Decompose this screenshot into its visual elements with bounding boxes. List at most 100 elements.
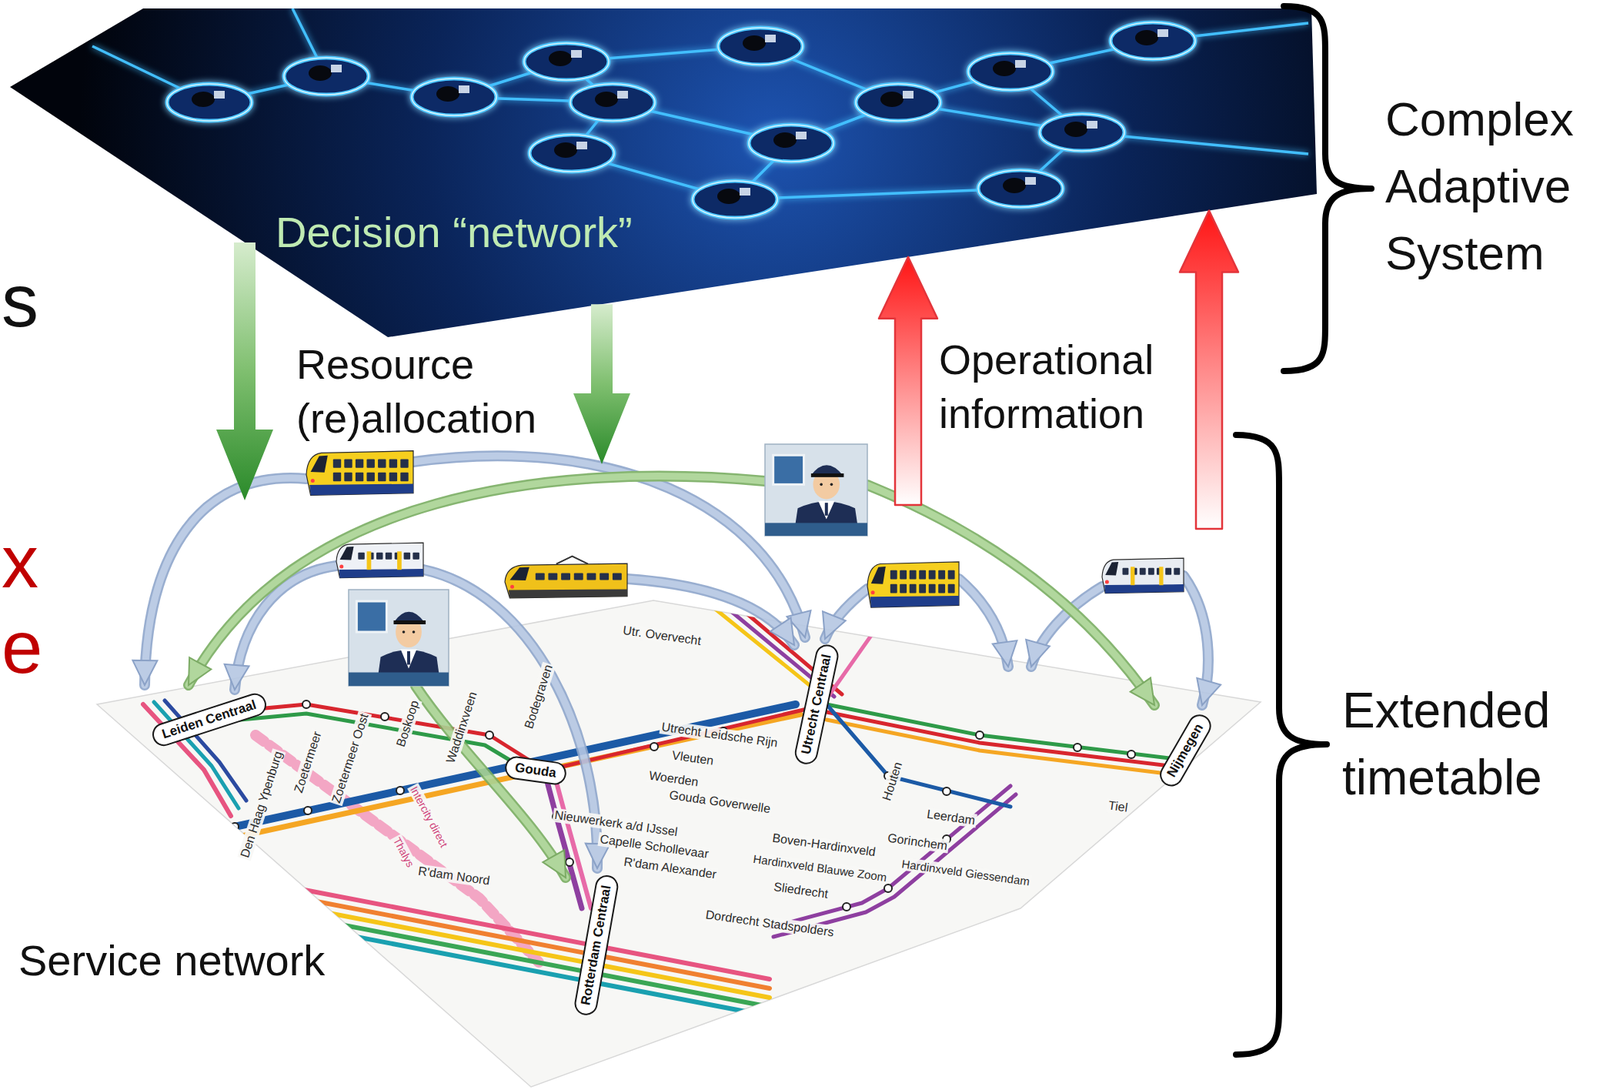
- shirt: [818, 501, 835, 520]
- station-name: Rotterdam Centraal: [577, 884, 614, 1007]
- train-body: [1102, 557, 1184, 594]
- screen: [773, 454, 805, 485]
- rail-line: [769, 785, 1011, 928]
- station-label: Tiel: [1105, 798, 1130, 816]
- train-window: [899, 584, 907, 594]
- train-window: [938, 584, 946, 594]
- tie: [825, 502, 829, 516]
- station-name: Utrecht Centraal: [798, 652, 835, 755]
- train-window: [377, 458, 386, 468]
- train-windshield: [1105, 561, 1119, 576]
- station-label: Hardinxveld Giessendam: [899, 856, 1033, 889]
- network-node: [529, 134, 615, 172]
- train-icon: [336, 542, 424, 578]
- computer-figure: [1086, 120, 1098, 129]
- train-window: [599, 573, 609, 581]
- network-node: [167, 83, 252, 121]
- staff-icon: [348, 589, 449, 686]
- train-window: [948, 584, 956, 594]
- station-pill: Utrecht Centraal: [792, 641, 841, 766]
- train-window: [400, 458, 408, 468]
- station-dot: [942, 787, 951, 795]
- train-window: [377, 472, 386, 482]
- eye: [402, 630, 406, 634]
- train-window: [574, 573, 584, 581]
- network-glow: [92, 8, 1309, 218]
- rail-line: [296, 925, 770, 1016]
- person-figure: [308, 65, 332, 81]
- train-windshield: [509, 567, 529, 581]
- station-label: Boven-Hardinxveld: [769, 830, 878, 860]
- train-body: [306, 450, 414, 496]
- resource-curve-outline: [825, 588, 868, 639]
- train-window: [389, 458, 398, 468]
- computer-figure: [330, 64, 342, 73]
- allocation-arrow: [216, 242, 274, 501]
- network-node-rim: [529, 134, 615, 172]
- cut-off-letter: x: [1, 524, 39, 599]
- plane-shape: [10, 8, 1317, 338]
- train-window: [1165, 567, 1172, 575]
- network-node: [718, 27, 803, 65]
- tie: [407, 651, 411, 665]
- network-node-rim: [855, 83, 941, 121]
- train-window: [1122, 567, 1130, 575]
- station-dot: [842, 902, 851, 911]
- train-windshield: [340, 546, 355, 561]
- computer-figure: [764, 34, 776, 43]
- train-windshield: [310, 455, 328, 473]
- station-dot: [230, 822, 239, 831]
- plane-title: Decision “network”: [275, 207, 633, 258]
- map-surface: [96, 600, 1261, 1087]
- eye: [830, 483, 834, 487]
- train-window: [909, 570, 917, 580]
- network-node-rim: [692, 180, 778, 218]
- train-window: [909, 584, 917, 594]
- station-label: Dordrecht Stadspolders: [703, 907, 837, 940]
- network-node: [1110, 22, 1196, 60]
- computer-figure: [739, 187, 751, 196]
- train-window: [899, 570, 907, 580]
- person-figure: [548, 50, 572, 67]
- train-band: [508, 588, 628, 598]
- station-label: Zoetermeer: [290, 728, 325, 796]
- resource-curve-outline: [1183, 575, 1209, 705]
- decision-network-plane: Decision “network”: [10, 8, 1317, 338]
- screen: [356, 601, 387, 632]
- network-node-rim: [570, 83, 655, 121]
- arrow-label: Operational information: [938, 332, 1174, 441]
- network-node-rim: [167, 83, 252, 121]
- rail-line: [545, 775, 582, 909]
- train-window: [1173, 567, 1180, 575]
- bracket-label: Complex Adaptive System: [1385, 86, 1597, 287]
- network-node-rim: [978, 170, 1063, 208]
- eye: [412, 630, 416, 634]
- person-figure: [773, 132, 797, 148]
- network-node: [411, 78, 497, 116]
- network: [92, 8, 1309, 218]
- computer-figure: [617, 90, 628, 99]
- train-window: [918, 584, 926, 594]
- network-node: [978, 170, 1063, 208]
- plane-surface: [10, 8, 1317, 338]
- station-pill: Leiden Centraal: [149, 690, 269, 749]
- network-node: [570, 83, 655, 121]
- person-figure: [1002, 177, 1026, 194]
- station-label: Gorinchem: [885, 830, 950, 854]
- train-body: [867, 561, 959, 608]
- train-window: [938, 570, 946, 580]
- network-node-rim: [1039, 113, 1125, 151]
- computer-figure: [902, 90, 914, 99]
- person-figure: [992, 60, 1016, 77]
- desk: [348, 672, 449, 687]
- train-window: [928, 570, 936, 580]
- station-label: Bodegraven: [521, 661, 556, 732]
- person-figure: [1064, 121, 1088, 137]
- rail-line: [234, 714, 801, 838]
- train-band: [870, 595, 959, 608]
- train-band: [1104, 584, 1184, 594]
- train-band: [309, 484, 414, 496]
- network-node: [855, 83, 941, 121]
- train-window: [928, 584, 936, 594]
- eye: [819, 483, 823, 487]
